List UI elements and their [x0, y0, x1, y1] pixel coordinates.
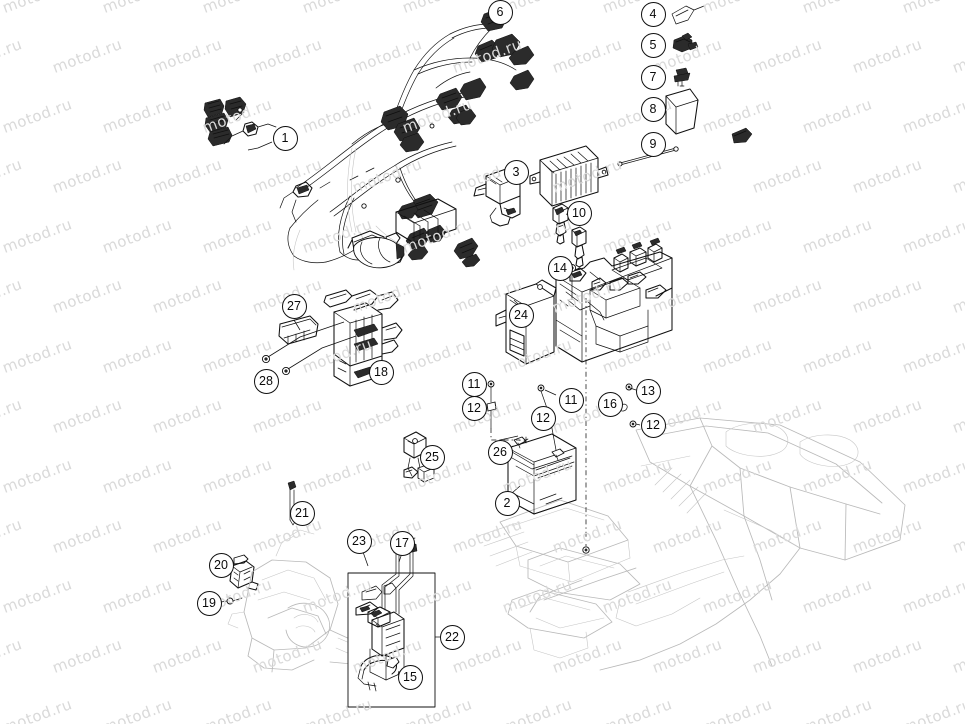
callout-2[interactable]: 2 — [494, 490, 520, 516]
bottom-left-parts — [220, 480, 363, 673]
small-parts-column — [617, 5, 753, 167]
callout-11[interactable]: 11 — [558, 387, 584, 413]
callout-13[interactable]: 13 — [635, 378, 661, 404]
callout-24[interactable]: 24 — [508, 302, 534, 328]
callout-17[interactable]: 17 — [389, 530, 415, 556]
callout-8[interactable]: 8 — [640, 96, 666, 122]
voltage-regulator-assembly — [473, 145, 609, 268]
callout-3[interactable]: 3 — [503, 159, 529, 185]
callout-12[interactable]: 12 — [461, 395, 487, 421]
callout-16[interactable]: 16 — [597, 391, 623, 417]
callout-21[interactable]: 21 — [289, 500, 315, 526]
callout-7[interactable]: 7 — [640, 64, 666, 90]
callout-25[interactable]: 25 — [419, 444, 445, 470]
callout-26[interactable]: 26 — [487, 439, 513, 465]
main-wiring-harness — [279, 7, 535, 271]
callout-20[interactable]: 20 — [208, 552, 234, 578]
callout-11[interactable]: 11 — [461, 371, 487, 397]
detail-box-22 — [347, 537, 441, 708]
callout-28[interactable]: 28 — [253, 368, 279, 394]
ecu-bracket-assembly — [261, 289, 403, 387]
callout-19[interactable]: 19 — [196, 590, 222, 616]
callout-10[interactable]: 10 — [566, 200, 592, 226]
callout-14[interactable]: 14 — [547, 255, 573, 281]
callout-23[interactable]: 23 — [346, 528, 372, 554]
callout-12[interactable]: 12 — [530, 405, 556, 431]
callout-12[interactable]: 12 — [640, 412, 666, 438]
callout-27[interactable]: 27 — [281, 293, 307, 319]
fuse-block-group — [395, 198, 457, 244]
callout-22[interactable]: 22 — [439, 624, 465, 650]
callout-9[interactable]: 9 — [640, 131, 666, 157]
callout-5[interactable]: 5 — [640, 32, 666, 58]
callout-6[interactable]: 6 — [487, 0, 513, 25]
callout-1[interactable]: 1 — [272, 125, 298, 151]
harness-connector-group-left — [203, 96, 277, 151]
callout-4[interactable]: 4 — [640, 1, 666, 27]
connector-row-mid — [347, 224, 481, 269]
callout-18[interactable]: 18 — [368, 359, 394, 385]
callout-15[interactable]: 15 — [397, 664, 423, 690]
frame-ghost-outline — [477, 417, 906, 671]
